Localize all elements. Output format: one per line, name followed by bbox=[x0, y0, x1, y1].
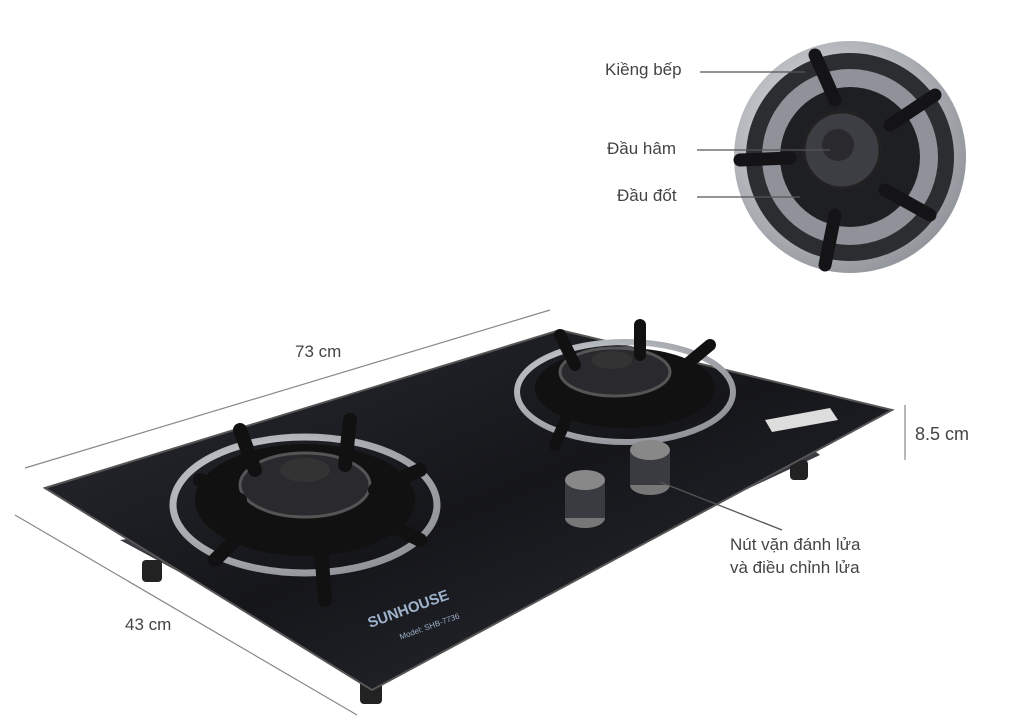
glass-top bbox=[42, 328, 895, 692]
annotation-lines bbox=[659, 71, 830, 531]
right-burner bbox=[514, 319, 736, 451]
dimension-length: 73 cm bbox=[295, 342, 342, 361]
dimension-lines bbox=[14, 309, 906, 716]
control-sticker bbox=[765, 408, 838, 432]
label-knob-line1: Nút vặn đánh lửa bbox=[730, 535, 861, 554]
burner-closeup bbox=[733, 41, 966, 273]
dimension-width: 43 cm bbox=[125, 615, 172, 634]
label-simmer-cap: Đầu hâm bbox=[607, 139, 676, 158]
label-pot-support: Kiềng bếp bbox=[605, 60, 682, 79]
label-knob-line2: và điều chỉnh lửa bbox=[730, 558, 860, 577]
label-burner-head: Đầu đốt bbox=[617, 186, 677, 205]
control-knobs bbox=[565, 440, 670, 528]
dimension-height: 8.5 cm bbox=[915, 424, 970, 444]
left-burner bbox=[169, 413, 441, 607]
